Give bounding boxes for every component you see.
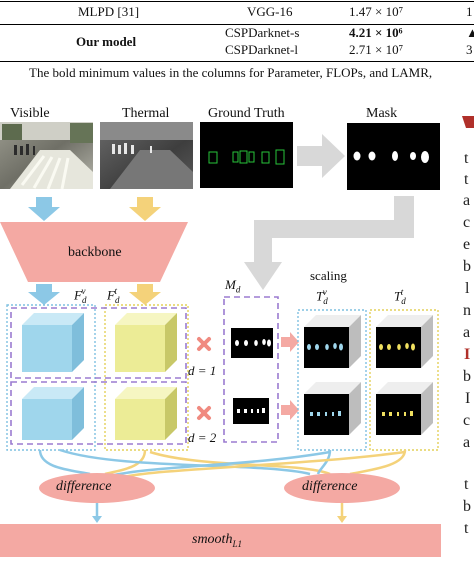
label-ground-truth: Ground Truth	[208, 106, 285, 121]
label-mask: Mask	[366, 106, 398, 121]
difference-left-ellipse	[39, 473, 155, 503]
right-letter-17: t	[464, 520, 469, 537]
row2-model: Our model	[76, 34, 137, 49]
d2-purple-box	[10, 381, 187, 445]
backbone-label: backbone	[68, 245, 122, 260]
arrow-visible-to-backbone	[28, 197, 60, 221]
backbone-block	[0, 222, 188, 282]
ft-label: Fdt	[107, 286, 120, 305]
ft-dotted-box	[104, 304, 189, 451]
d1-label: d = 1	[188, 363, 217, 378]
d1-purple-box	[10, 307, 187, 379]
right-letter-5: e	[463, 236, 471, 253]
red-marker	[462, 116, 474, 128]
right-letter-8: n	[463, 302, 471, 319]
tt-block-d1	[376, 315, 433, 368]
table-bottom-rule	[0, 61, 474, 62]
md-mask-d1	[231, 328, 273, 358]
multiply-icon-d1	[197, 337, 211, 351]
flow-lines	[38, 448, 407, 480]
md-label: Md	[225, 277, 241, 295]
fv-cube-d1	[22, 313, 84, 372]
gray-arrow-to-mask	[297, 134, 345, 178]
thermal-image	[100, 122, 193, 189]
right-letter-9: a	[463, 324, 471, 341]
difference-right-ellipse	[284, 473, 400, 503]
mask-image	[347, 123, 440, 190]
label-thermal: Thermal	[122, 106, 170, 121]
table-top-rule	[0, 1, 474, 2]
pink-arrow-d1	[281, 332, 299, 352]
row1-backbone: VGG-16	[247, 4, 293, 19]
difference-left-label: difference	[56, 479, 112, 494]
tv-block-d1	[304, 315, 361, 368]
right-letter-15: t	[464, 476, 469, 493]
tt-label: Tdt	[394, 287, 406, 306]
d2-label: d = 2	[188, 430, 217, 445]
right-letter-4: c	[463, 214, 471, 231]
right-letter-11: b	[463, 368, 471, 385]
row2-params: 4.21 × 10⁶	[349, 25, 403, 40]
pink-arrow-d2	[281, 400, 299, 420]
tt-block-d2	[376, 382, 433, 435]
row2-backbone: CSPDarknet-s	[225, 25, 300, 40]
row1-params: 1.47 × 10⁷	[349, 4, 404, 19]
row3-params: 2.71 × 10⁷	[349, 42, 404, 57]
difference-right-label: difference	[302, 479, 358, 494]
smooth-l1-label: smoothL1	[192, 532, 242, 549]
md-dashed-box	[223, 296, 279, 443]
right-letter-10: I	[464, 346, 471, 363]
arrow-thermal-to-backbone	[129, 197, 161, 221]
row3-extra: 3	[466, 42, 473, 57]
right-letter-1: t	[464, 150, 469, 167]
arrow-backbone-to-fv	[28, 284, 60, 305]
right-letter-2: t	[464, 171, 469, 188]
right-letter-13: c	[463, 412, 471, 429]
right-letter-6: b	[463, 258, 471, 275]
ft-cube-d2	[115, 387, 177, 440]
tv-dotted-box	[297, 309, 367, 451]
label-visible: Visible	[10, 106, 50, 121]
fv-label: Fdv	[74, 286, 87, 305]
gray-bent-arrow	[244, 196, 414, 290]
ft-cube-d1	[115, 313, 177, 372]
scaling-label: scaling	[310, 268, 347, 283]
row3-backbone: CSPDarknet-l	[225, 42, 298, 57]
arrow-backbone-to-ft	[129, 284, 161, 305]
right-letter-3: a	[463, 192, 471, 209]
fv-cube-d2	[22, 387, 84, 440]
right-letter-14: a	[463, 434, 471, 451]
ground-truth-image	[200, 122, 293, 188]
smooth-l1-bar	[0, 524, 441, 557]
visible-image	[0, 122, 93, 190]
row1-extra: 1	[466, 4, 473, 19]
table-mid-rule	[0, 24, 474, 25]
tv-block-d2	[304, 382, 361, 435]
right-letter-12: I	[465, 390, 471, 407]
md-mask-d2	[233, 398, 269, 424]
row1-model: MLPD [31]	[78, 4, 140, 19]
right-letter-16: b	[463, 498, 471, 515]
table-caption: The bold minimum values in the columns f…	[29, 65, 433, 80]
right-letter-7: l	[465, 280, 470, 297]
tv-label: Tdv	[316, 287, 328, 306]
row2-extra: ▲	[466, 25, 474, 40]
multiply-icon-d2	[197, 406, 211, 420]
